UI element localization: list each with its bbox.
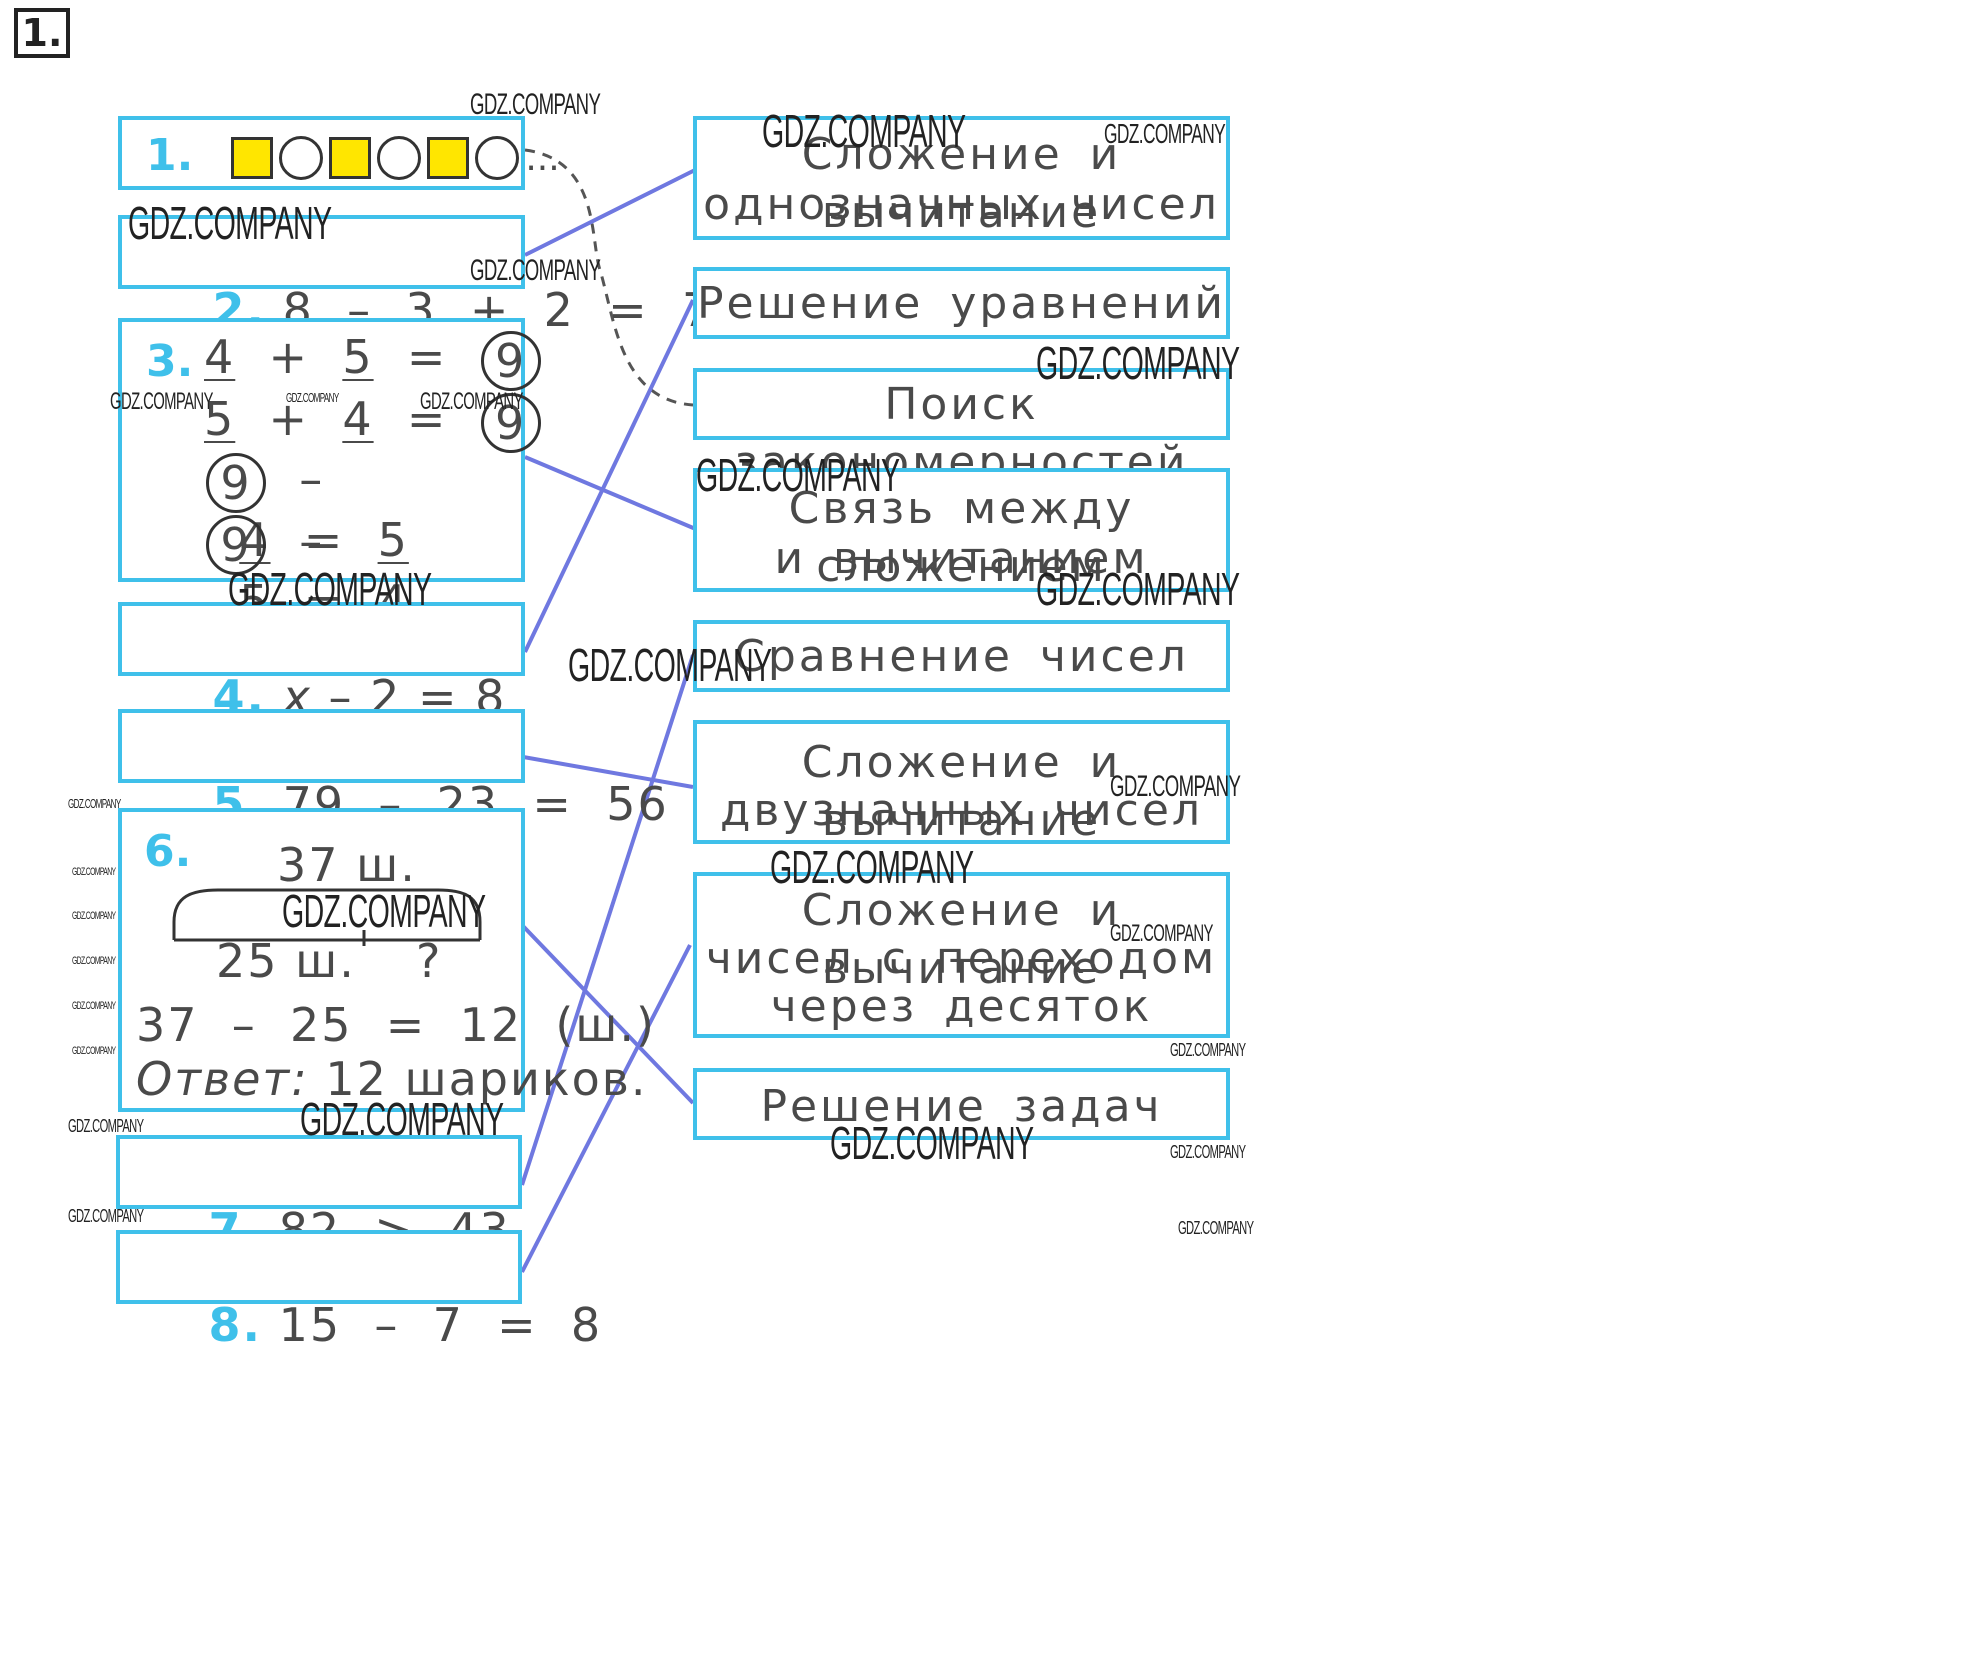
watermark: GDZ.COMPANY <box>1036 563 1240 615</box>
circled-answer: 9 <box>480 392 541 453</box>
topic-line-3: через десяток <box>770 981 1153 1032</box>
watermark: GDZ.COMPANY <box>1170 1040 1246 1060</box>
equation-row-1: 4 + 5 = 9 <box>204 330 541 391</box>
right-item-7: Сложение и вычитание чисел с переходом ч… <box>693 872 1230 1038</box>
watermark: GDZ.COMPANY <box>1104 118 1226 149</box>
ellipsis: ... <box>525 138 560 179</box>
item-number: 3. <box>146 336 194 387</box>
watermark: GDZ.COMPANY <box>68 796 121 811</box>
connector-1-dashed <box>524 148 694 407</box>
right-item-2: Решение уравнений <box>693 267 1230 339</box>
yellow-square-icon <box>427 137 470 179</box>
diagram-total: 37 ш. <box>277 838 417 892</box>
yellow-square-icon <box>329 137 372 179</box>
topic-line-2: однозначных чисел <box>703 179 1220 230</box>
topic-line-1: Сложение и вычитание <box>801 885 1122 994</box>
right-item-1: Сложение и вычитание однозначных чисел <box>693 116 1230 240</box>
diagram-unknown: ? <box>416 934 443 988</box>
topic-line-2: и вычитанием <box>774 533 1149 584</box>
topic-line-1: Решение уравнений <box>697 278 1227 329</box>
watermark: GDZ.COMPANY <box>300 1093 504 1145</box>
watermark: GDZ.COMPANY <box>286 390 339 405</box>
connector-2 <box>524 168 696 257</box>
circled-answer: 9 <box>206 514 266 575</box>
watermark: GDZ.COMPANY <box>1110 920 1213 947</box>
watermark: GDZ.COMPANY <box>128 197 332 249</box>
answer-text: 12 шариков. <box>325 1052 648 1106</box>
watermark: GDZ.COMPANY <box>72 1045 116 1057</box>
circle-icon <box>279 136 324 180</box>
watermark: GDZ.COMPANY <box>72 866 116 878</box>
watermark: GDZ.COMPANY <box>72 1000 116 1012</box>
connector-3 <box>524 455 699 532</box>
circled-answer: 9 <box>206 452 266 513</box>
topic-line-2: двузначных чисел <box>719 785 1204 836</box>
watermark: GDZ.COMPANY <box>470 88 601 121</box>
item-number: 1. <box>146 130 194 181</box>
right-item-6: Сложение и вычитание двузначных чисел <box>693 720 1230 846</box>
watermark: GDZ.COMPANY <box>470 254 601 287</box>
connector-6 <box>520 923 695 1105</box>
topic-line-1: Связь между сложением <box>788 483 1135 592</box>
right-item-5: Сравнение чисел <box>693 620 1230 692</box>
left-item-6: 6. 37 ш. 25 ш. ? 37 – 25 = 12 (ш.) Ответ… <box>118 808 654 1112</box>
circled-answer: 9 <box>480 330 541 391</box>
watermark: GDZ.COMPANY <box>68 1116 144 1136</box>
watermark: GDZ.COMPANY <box>68 1206 144 1226</box>
yellow-square-icon <box>231 137 274 179</box>
watermark: GDZ.COMPANY <box>228 563 432 615</box>
watermark: GDZ.COMPANY <box>72 910 116 922</box>
watermark: GDZ.COMPANY <box>762 105 966 157</box>
exercise-number: 1. <box>21 11 63 55</box>
watermark: GDZ.COMPANY <box>1110 770 1241 803</box>
answer-label: Ответ: <box>136 1052 309 1106</box>
left-item-5: 5. 79 – 23 = 56 <box>118 709 667 831</box>
topic-line-1: Решение задач <box>760 1081 1163 1132</box>
connector-8 <box>520 944 692 1273</box>
topic-line-2: чисел с переходом <box>705 933 1218 984</box>
item-number: 6. <box>144 826 192 877</box>
left-item-1: 1. ... <box>118 116 560 190</box>
diagram-part: 25 ш. <box>216 934 356 988</box>
watermark: GDZ.COMPANY <box>1170 1142 1246 1162</box>
segment-diagram <box>172 888 482 946</box>
left-item-7: 7. 82 > 43 <box>116 1135 522 1257</box>
watermark: GDZ.COMPANY <box>420 388 523 415</box>
exercise-number-box: 1. <box>14 8 70 58</box>
watermark: GDZ.COMPANY <box>830 1117 1034 1169</box>
watermark: GDZ.COMPANY <box>1036 337 1240 389</box>
topic-line-1: Сложение и вычитание <box>801 737 1122 846</box>
solution-text: 37 – 25 = 12 (ш.) <box>136 998 656 1052</box>
left-item-8: 8. 15 – 7 = 8 <box>116 1230 600 1352</box>
right-item-4: Связь между сложением и вычитанием <box>693 468 1230 592</box>
item-number: 8. <box>208 1298 262 1352</box>
equation-row-3: 9 – 4 = 5 <box>206 452 521 567</box>
watermark: GDZ.COMPANY <box>770 841 974 893</box>
connector-4 <box>523 299 695 653</box>
circle-icon <box>475 136 520 180</box>
watermark: GDZ.COMPANY <box>72 955 116 967</box>
watermark: GDZ.COMPANY <box>696 449 900 501</box>
equation-text: 15 – 7 = 8 <box>278 1298 603 1352</box>
circle-icon <box>377 136 422 180</box>
connector-7 <box>520 654 695 1186</box>
right-item-8: Решение задач <box>693 1068 1230 1140</box>
topic-line-1: Сравнение чисел <box>734 631 1189 682</box>
connector-5 <box>511 753 694 789</box>
watermark: GDZ.COMPANY <box>568 639 772 691</box>
watermark: GDZ.COMPANY <box>1178 1218 1254 1238</box>
watermark: GDZ.COMPANY <box>282 885 486 937</box>
left-item-3: 3. 4 + 5 = 9 5 + 4 = 9 9 – 4 = 5 9 – 5 =… <box>118 318 541 629</box>
watermark: GDZ.COMPANY <box>110 388 213 415</box>
equation-row-2: 5 + 4 = 9 <box>204 392 541 453</box>
topic-line-1: Сложение и вычитание <box>801 129 1122 238</box>
